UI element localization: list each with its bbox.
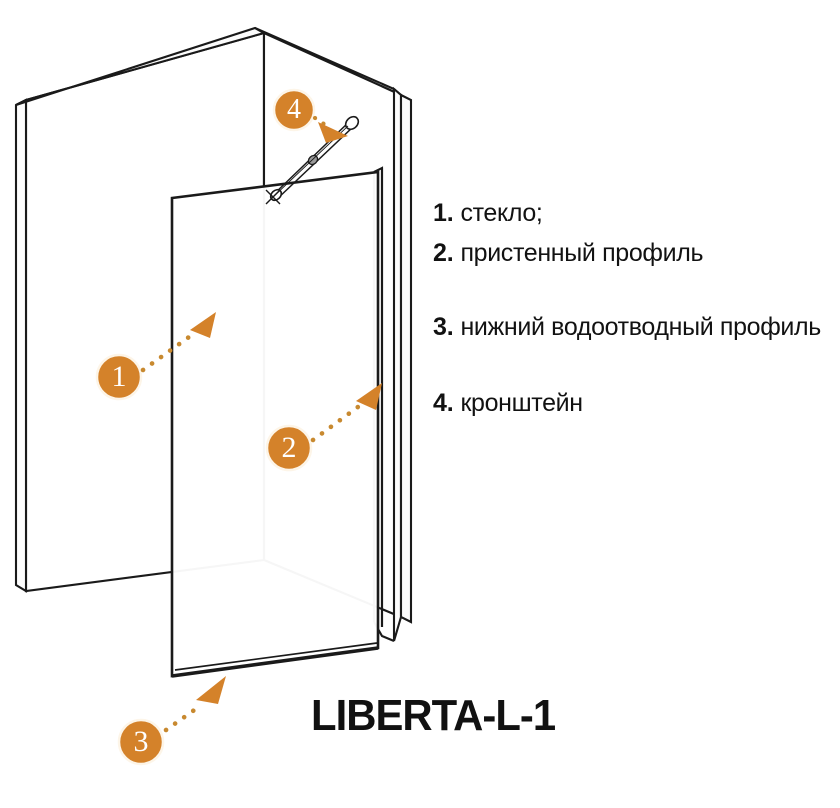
callout-3-circle[interactable] [117, 718, 165, 766]
legend-item-2-number: 2. [433, 239, 454, 267]
callout-2[interactable] [265, 383, 382, 472]
legend-item-1-text: стекло; [460, 199, 543, 227]
legend-item-4: 4. кронштейн [433, 386, 840, 420]
product-title: LIBERTA-L-1 [311, 691, 556, 740]
callout-3[interactable] [117, 676, 226, 766]
callout-2-arrowhead [356, 383, 382, 410]
legend-item-1: 1. стекло; [433, 196, 840, 230]
back-wall-panel-left-edge [14, 98, 28, 593]
glass-panel [170, 170, 380, 678]
callout-4-circle[interactable] [272, 88, 316, 132]
callout-2-leader [310, 401, 365, 443]
callout-4[interactable] [272, 88, 348, 143]
bracket-collar [307, 154, 319, 166]
wall-profile-side-face [399, 93, 413, 624]
bottom-drain-profile-inner-edge [174, 642, 378, 671]
parts-legend: 1. стекло; 2. пристенный профиль 3. нижн… [433, 196, 840, 420]
legend-item-3-text: нижний водоотводный профиль [460, 313, 821, 341]
callout-1[interactable] [95, 312, 216, 401]
callout-1-arrowhead [190, 312, 216, 338]
bottom-drain-profile-edge [171, 646, 379, 678]
callout-3-arrowhead [196, 676, 226, 704]
legend-item-2-text: пристенный профиль [460, 239, 704, 267]
legend-item-3-number: 3. [433, 313, 454, 341]
legend-item-2: 2. пристенный профиль [433, 236, 840, 270]
legend-item-4-number: 4. [433, 389, 454, 417]
legend-item-3: 3. нижний водоотводный профиль [433, 310, 840, 344]
glass-panel-face [170, 170, 380, 678]
callout-4-leader [312, 115, 327, 127]
callout-4-arrowhead [318, 122, 348, 143]
callout-1-circle[interactable] [95, 353, 143, 401]
bottom-drain-profile [171, 642, 379, 678]
callout-2-circle[interactable] [265, 424, 313, 472]
callout-3-leader [163, 703, 203, 733]
callout-1-leader [140, 329, 199, 373]
wall-profile-top [373, 166, 384, 627]
bracket-wall-mount [344, 115, 360, 131]
legend-item-1-number: 1. [433, 199, 454, 227]
legend-item-4-text: кронштейн [460, 389, 583, 417]
